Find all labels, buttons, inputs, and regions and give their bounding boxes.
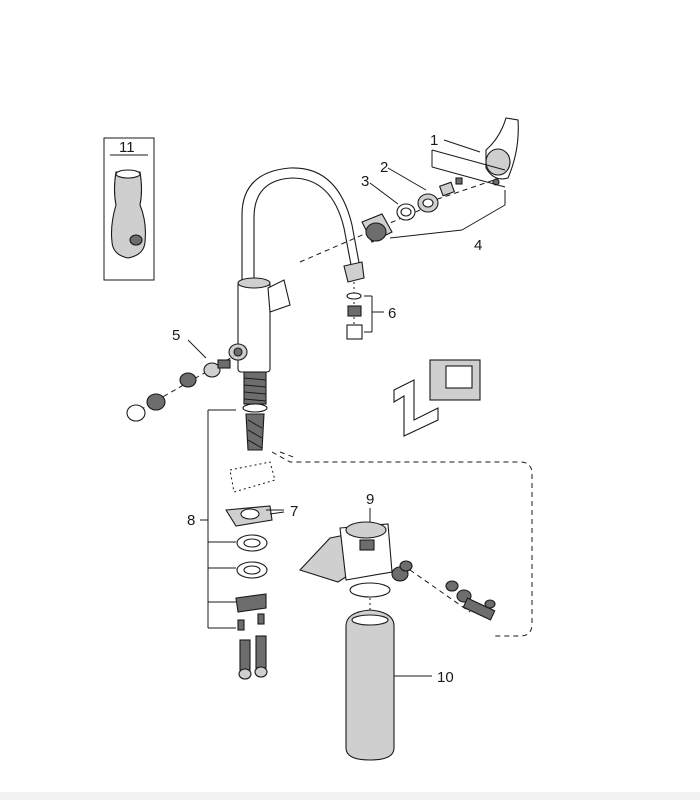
label-10: 10 xyxy=(437,669,454,686)
label-2: 2 xyxy=(380,159,388,176)
cartridge-assembly xyxy=(299,117,519,263)
water-line xyxy=(271,451,533,637)
wall-bracket xyxy=(393,359,481,437)
label-11: 11 xyxy=(119,139,135,156)
label-3: 3 xyxy=(361,173,369,190)
label-6: 6 xyxy=(388,305,396,322)
label-4: 4 xyxy=(474,237,482,254)
side-valve-assembly xyxy=(126,339,235,422)
filter-unit xyxy=(299,521,496,761)
label-8: 8 xyxy=(187,512,195,529)
mounting-hardware xyxy=(200,409,285,680)
label-1: 1 xyxy=(430,132,438,149)
faucet-body xyxy=(228,167,365,451)
label-9: 9 xyxy=(366,491,374,508)
inset-part-11: 11 xyxy=(103,137,155,281)
label-5: 5 xyxy=(172,327,180,344)
leader-lines xyxy=(266,139,481,522)
aerator-set xyxy=(346,282,384,340)
footer-strip xyxy=(0,792,700,800)
label-7: 7 xyxy=(290,503,298,520)
